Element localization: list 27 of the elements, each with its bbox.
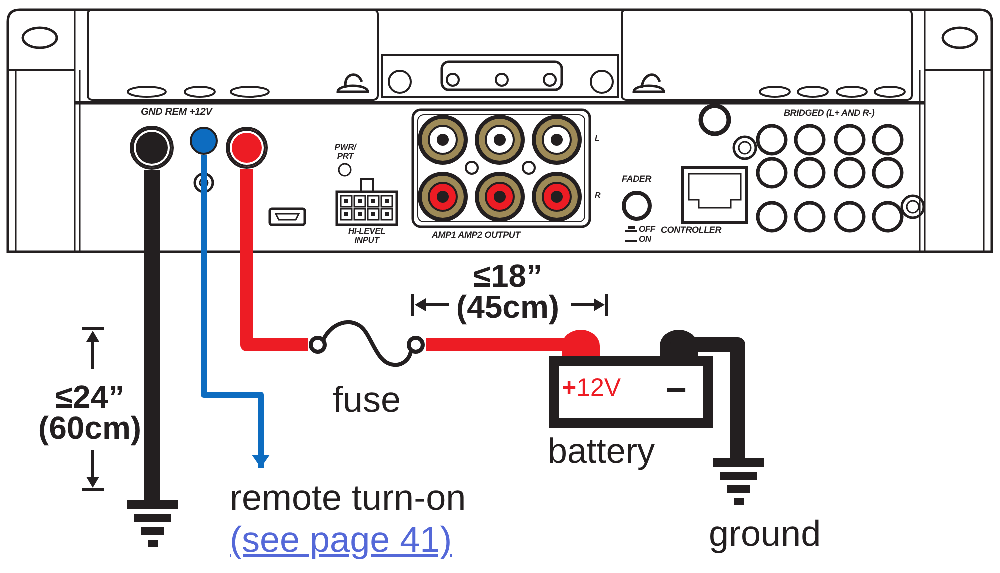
dimension-label: ≤18” (45cm)	[455, 261, 561, 323]
knob-label: FADER	[622, 175, 652, 184]
port-label: HI-LEVEL INPUT	[347, 227, 387, 244]
switch-label: OFF	[639, 225, 656, 234]
channel-label: R	[595, 192, 601, 200]
ground-symbol	[713, 458, 764, 506]
fuse-symbol	[308, 318, 426, 370]
terminal-label: BRIDGED (L+ AND R-)	[784, 109, 875, 118]
ground-symbol	[127, 500, 178, 547]
channel-label: L	[595, 135, 600, 143]
wire	[144, 170, 160, 500]
battery-box	[549, 356, 713, 428]
switch-label: ON	[639, 235, 652, 244]
page-link: (see page 41)	[230, 522, 452, 558]
terminal-label: GND REM +12V	[141, 108, 212, 118]
dimension-label: ≤24” (60cm)	[37, 382, 143, 444]
fuse-caption: fuse	[333, 382, 402, 418]
voltage-label: +12V	[562, 376, 622, 401]
wire	[240, 169, 308, 352]
minus-sign: −	[666, 372, 688, 408]
battery-caption: battery	[548, 434, 655, 469]
port-label: CONTROLLER	[661, 226, 722, 235]
ground-caption: ground	[709, 516, 822, 552]
port-label: AMP1 AMP2 OUTPUT	[432, 231, 520, 240]
caption-text: remote turn-on	[230, 480, 466, 516]
wire-arrow	[201, 155, 270, 468]
indicator-label: PWR/ PRT	[334, 143, 358, 160]
